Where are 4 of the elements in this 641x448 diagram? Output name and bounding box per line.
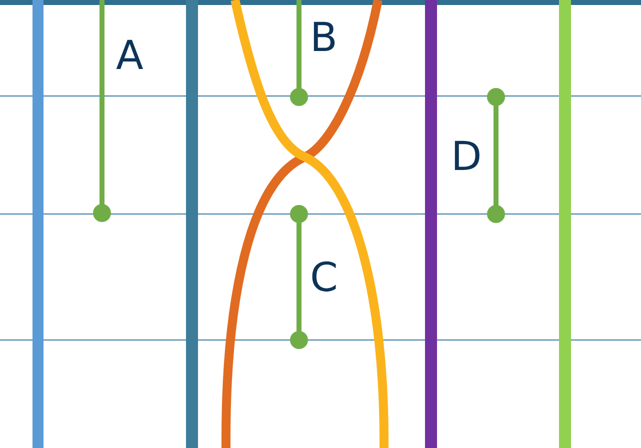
interval-label: B: [310, 18, 338, 58]
interval-label: A: [116, 36, 144, 76]
interval-label: C: [310, 258, 338, 298]
interval-label: D: [451, 137, 482, 177]
